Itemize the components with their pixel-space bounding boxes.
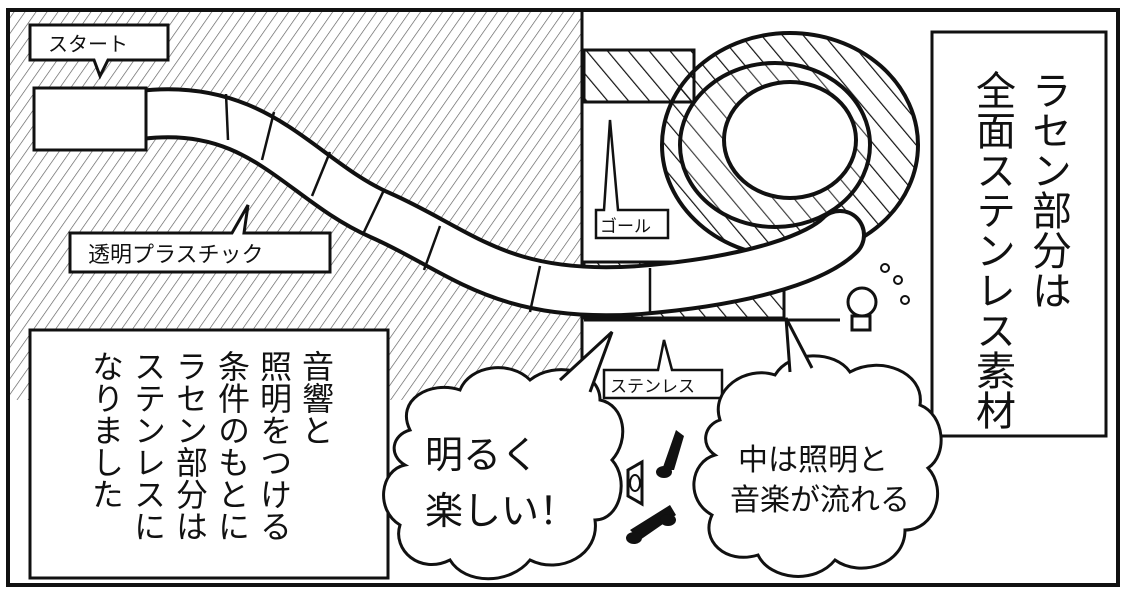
- svg-text:中は照明と: 中は照明と: [738, 443, 888, 478]
- svg-text:明るく: 明るく: [425, 433, 539, 477]
- svg-text:音響と: 音響と: [297, 350, 335, 446]
- svg-text:楽しい！: 楽しい！: [425, 489, 577, 533]
- svg-text:なりました: なりました: [87, 350, 125, 510]
- start-label: スタート: [28, 23, 170, 80]
- music-note-icon-2: [626, 505, 676, 544]
- narration-box-left: 音響と 照明をつける 条件のもとに ラセン部分は ステンレスに なりました: [28, 328, 390, 580]
- svg-text:照明をつける: 照明をつける: [255, 350, 293, 542]
- svg-text:条件のもとに: 条件のもとに: [213, 350, 251, 542]
- light-bulb-icon: [846, 263, 910, 332]
- svg-text:ラセン部分は: ラセン部分は: [171, 350, 209, 542]
- stainless-label: ステンレス: [602, 339, 724, 400]
- svg-text:ラセン部分は: ラセン部分は: [1025, 70, 1071, 310]
- plastic-tube: [114, 87, 866, 318]
- goal-label: ゴール: [594, 119, 670, 240]
- start-box: [32, 86, 148, 152]
- plastic-label: 透明プラスチック: [68, 204, 332, 274]
- svg-text:透明プラスチック: 透明プラスチック: [88, 243, 264, 268]
- svg-text:スタート: スタート: [48, 32, 128, 56]
- spiral-tube: [660, 31, 920, 259]
- bubble-bright: 明るく 楽しい！: [382, 330, 625, 581]
- svg-text:全面ステンレス素材: 全面ステンレス素材: [969, 70, 1015, 430]
- svg-text:ゴール: ゴール: [600, 216, 651, 237]
- bubble-inside: 中は照明と 音楽が流れる: [692, 317, 943, 578]
- narration-box-right: ラセン部分は 全面ステンレス素材: [930, 30, 1108, 438]
- speaker-icon: [626, 459, 644, 507]
- svg-text:音楽が流れる: 音楽が流れる: [730, 483, 910, 518]
- svg-text:ステンレス: ステンレス: [610, 377, 695, 397]
- svg-text:ステンレスに: ステンレスに: [129, 350, 167, 542]
- music-note-icon: [656, 430, 684, 478]
